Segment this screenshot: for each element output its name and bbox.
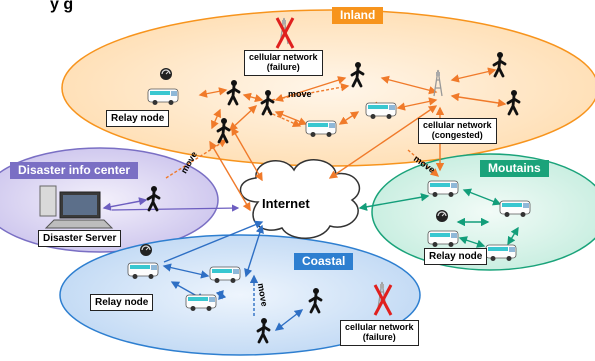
relay-node-mountains-label: Relay node xyxy=(424,248,488,265)
computer-icon xyxy=(39,185,114,229)
server-to-internet-link xyxy=(111,204,240,212)
internet-label: Internet xyxy=(262,196,310,211)
coastal-label: Coastal xyxy=(294,253,354,271)
relay-node-coastal-label: Relay node xyxy=(90,294,154,311)
satellite-dish-icon xyxy=(159,67,173,81)
disaster-server-label: Disaster Server xyxy=(38,230,122,247)
cellular-failure-coastal-line2: (failure) xyxy=(362,331,396,342)
cellular-failure-inland-line2: (failure) xyxy=(266,61,300,72)
inland-label: Inland xyxy=(332,7,384,25)
cellular-congested-line1: cellular network xyxy=(423,120,492,130)
cellular-congested-label: cellular network (congested) xyxy=(418,118,497,144)
satellite-dish-icon xyxy=(435,209,449,223)
cellular-failure-inland-line1: cellular network xyxy=(249,52,318,62)
inland-region xyxy=(61,9,595,167)
cellular-failure-inland-label: cellular network (failure) xyxy=(244,50,323,76)
mountains-label: Moutains xyxy=(480,160,549,178)
move-label-inland: move xyxy=(288,89,312,99)
mountains-links xyxy=(358,188,519,248)
cellular-failure-coastal-label: cellular network (failure) xyxy=(340,320,419,346)
center-links xyxy=(102,197,148,211)
satellite-dish-icon xyxy=(139,243,153,257)
disaster-center-label: Disaster info center xyxy=(10,162,139,180)
cellular-congested-line2: (congested) xyxy=(431,129,483,140)
header-title-fragment: y g xyxy=(50,0,74,13)
cellular-failure-coastal-line1: cellular network xyxy=(345,322,414,332)
inland-move-paths xyxy=(165,83,440,179)
relay-node-inland-label: Relay node xyxy=(106,110,170,127)
